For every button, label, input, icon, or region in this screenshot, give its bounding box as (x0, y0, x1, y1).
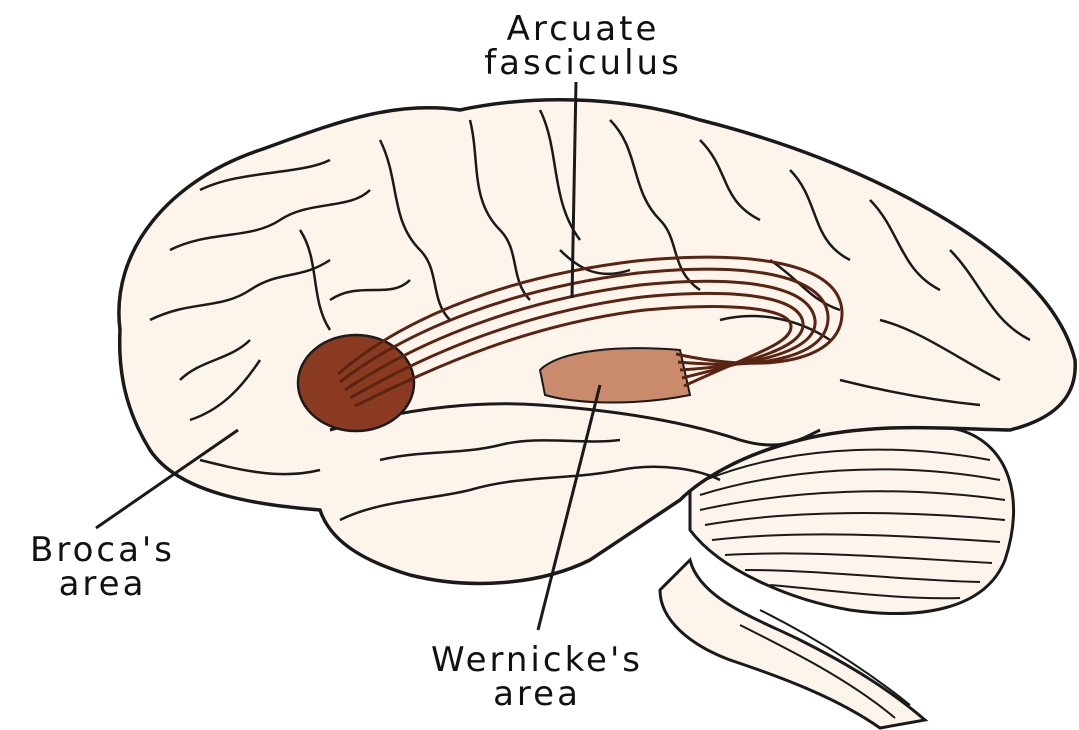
broca-area-label: Broca's area (0, 533, 205, 601)
arcuate-label-line2: fasciculus (452, 46, 714, 80)
broca-label-line2: area (0, 567, 205, 601)
arcuate-label-line1: Arcuate (452, 12, 714, 46)
wernicke-label-line2: area (392, 677, 682, 711)
wernicke-area-label: Wernicke's area (392, 643, 682, 711)
wernicke-label-line1: Wernicke's (392, 643, 682, 677)
broca-label-line1: Broca's (0, 533, 205, 567)
arcuate-fasciculus-label: Arcuate fasciculus (452, 12, 714, 80)
